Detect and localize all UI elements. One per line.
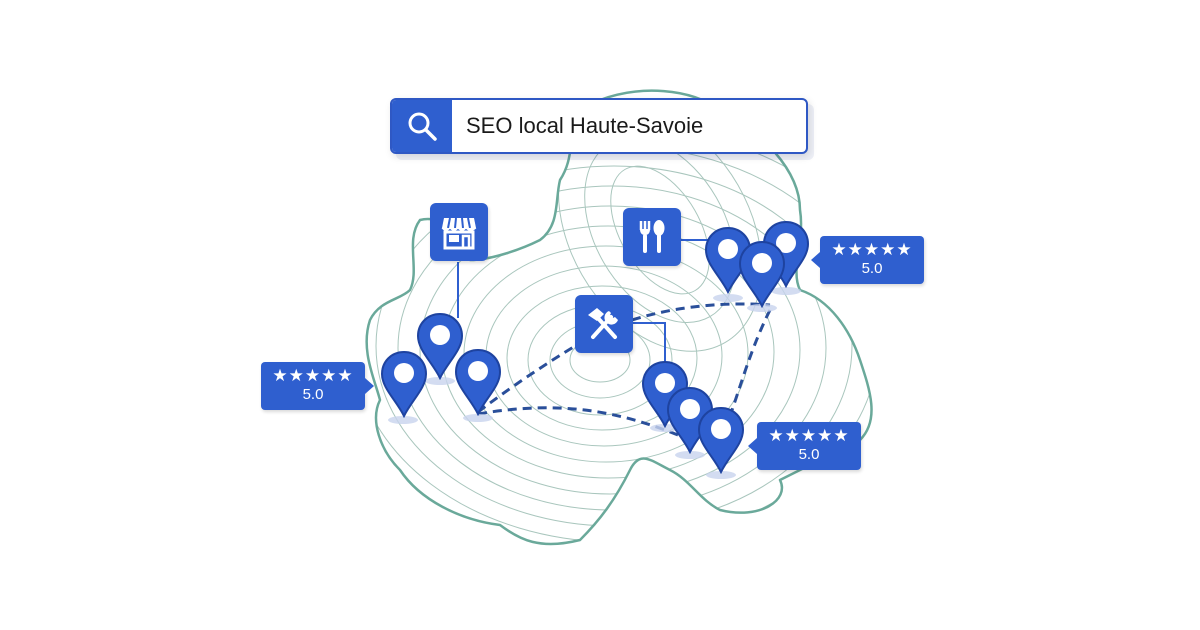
rating-badge-west: ★★★★★ 5.0 xyxy=(261,362,374,410)
five-star-icon: ★★★★★ xyxy=(272,366,354,385)
location-pin-icon[interactable] xyxy=(455,349,501,415)
search-input[interactable] xyxy=(452,100,806,152)
rating-score: 5.0 xyxy=(798,446,820,463)
region-outline xyxy=(365,89,873,546)
five-star-icon: ★★★★★ xyxy=(831,240,913,259)
location-pin-icon[interactable] xyxy=(698,407,744,473)
rating-score: 5.0 xyxy=(861,260,883,277)
five-star-icon: ★★★★★ xyxy=(768,426,850,445)
hammer-wrench-icon xyxy=(588,308,618,339)
storefront-icon xyxy=(441,217,477,250)
location-pin-icon[interactable] xyxy=(381,351,427,417)
restaurant-category[interactable] xyxy=(623,208,681,266)
shop-category[interactable] xyxy=(430,203,488,261)
pin-shadows xyxy=(388,287,801,479)
search-button[interactable] xyxy=(392,100,452,152)
fork-spoon-icon xyxy=(639,220,665,253)
services-category[interactable] xyxy=(575,295,633,353)
rating-score: 5.0 xyxy=(302,386,324,403)
search-bar[interactable] xyxy=(390,98,808,154)
rating-badge-northeast: ★★★★★ 5.0 xyxy=(811,236,924,284)
search-icon xyxy=(408,112,437,141)
location-pin-icon[interactable] xyxy=(739,241,785,307)
rating-badge-southeast: ★★★★★ 5.0 xyxy=(748,422,861,470)
